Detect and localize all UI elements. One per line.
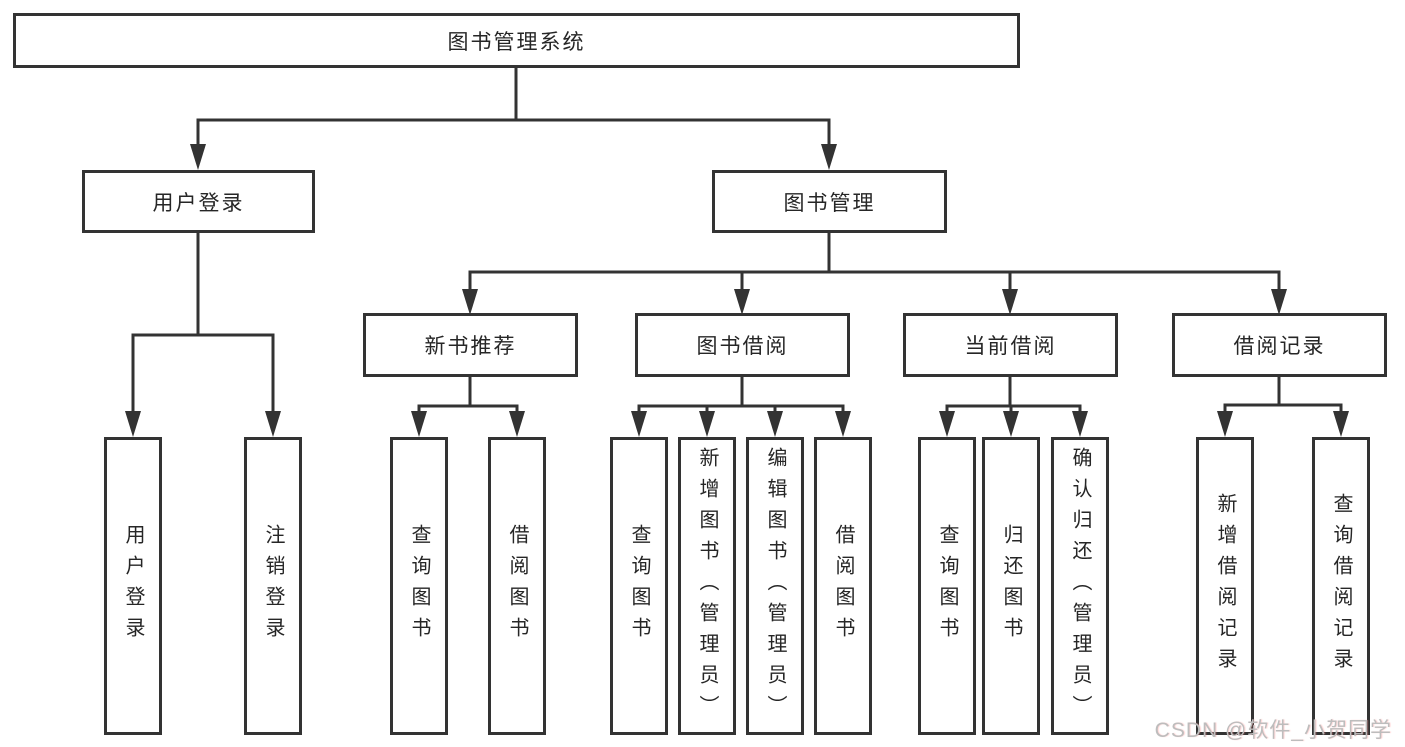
node-borrowing-records: 借阅记录 [1172,313,1387,377]
node-new-book-recommendation: 新书推荐 [363,313,578,377]
node-label: 查询图书 [408,524,430,648]
leaf-query-books-current: 查询图书 [918,437,976,735]
connector-current-borrow-to-leaves [939,375,1088,437]
leaf-user-login: 用户登录 [104,437,162,735]
leaf-logout: 注销登录 [244,437,302,735]
leaf-confirm-return-admin: 确认归还（管理员） [1051,437,1109,735]
connector-borrow-record-to-leaves [1217,375,1349,437]
connector-book-borrow-to-leaves [631,375,851,437]
node-label: 用户登录 [152,191,245,215]
node-label: 借阅图书 [506,524,528,648]
node-current-borrowing: 当前借阅 [903,313,1118,377]
leaf-borrow-books-recommend: 借阅图书 [488,437,546,735]
node-label: 编辑图书（管理员） [764,446,786,726]
node-label: 查询图书 [936,524,958,648]
node-label: 新增图书（管理员） [696,446,718,726]
connector-user-login-to-leaves [125,231,281,437]
leaf-query-books-borrow: 查询图书 [610,437,668,735]
node-label: 借阅记录 [1233,335,1326,358]
node-user-login: 用户登录 [82,170,315,233]
leaf-add-book-admin: 新增图书（管理员） [678,437,736,735]
node-label: 借阅图书 [832,524,854,648]
node-label: 图书管理系统 [447,30,586,54]
leaf-return-book: 归还图书 [982,437,1040,735]
leaf-borrow-books: 借阅图书 [814,437,872,735]
node-label: 新增借阅记录 [1214,493,1236,679]
leaf-query-borrow-record: 查询借阅记录 [1312,437,1370,735]
leaf-query-books-recommend: 查询图书 [390,437,448,735]
node-book-borrowing: 图书借阅 [635,313,850,377]
leaf-add-borrow-record: 新增借阅记录 [1196,437,1254,735]
node-label: 查询借阅记录 [1330,493,1352,679]
node-label: 当前借阅 [964,335,1057,358]
leaf-edit-book-admin: 编辑图书（管理员） [746,437,804,735]
node-book-management: 图书管理 [712,170,947,233]
node-label: 用户登录 [122,524,144,648]
node-label: 新书推荐 [424,335,517,358]
node-label: 查询图书 [628,524,650,648]
connector-book-mgmt-to-level3 [462,231,1287,315]
node-root-library-management-system: 图书管理系统 [13,13,1020,68]
connector-new-book-rec-to-leaves [411,375,525,437]
node-label: 归还图书 [1000,524,1022,648]
node-label: 图书管理 [783,191,876,215]
node-label: 图书借阅 [696,335,789,358]
node-label: 确认归还（管理员） [1069,446,1091,726]
connector-root-to-level2 [190,66,837,170]
csdn-watermark: CSDN @软件_小贺同学 [1154,719,1392,742]
node-label: 注销登录 [262,524,284,648]
